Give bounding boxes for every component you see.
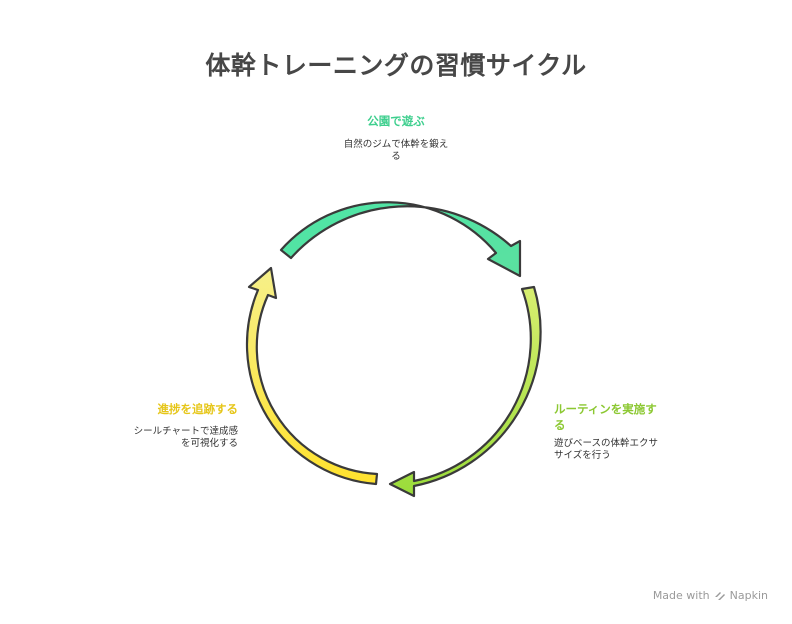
cycle-arrow-left	[245, 266, 379, 486]
stage-description-track-progress: シールチャートで達成感を可視化する	[133, 426, 238, 449]
stage-description-play-in-park: 自然のジムで体幹を鍛える	[343, 139, 449, 162]
stage-title-track-progress: 進捗を追跡する	[157, 402, 239, 416]
stage-description-do-routine: 遊びベースの体幹エクササイズを行う	[554, 438, 659, 461]
cycle-arrow-right	[388, 285, 542, 498]
napkin-logo-icon	[714, 591, 725, 600]
cycle-arrow-top	[279, 201, 522, 278]
stage-title-do-routine: ルーティンを実施する	[554, 402, 657, 432]
footer-brand: Napkin	[729, 589, 768, 602]
footer-made-with: Made with	[652, 589, 710, 602]
footer-attribution: Made with Napkin	[653, 589, 768, 602]
stage-title-play-in-park: 公園で遊ぶ	[367, 114, 425, 128]
diagram-title: 体幹トレーニングの習慣サイクル	[205, 51, 587, 80]
